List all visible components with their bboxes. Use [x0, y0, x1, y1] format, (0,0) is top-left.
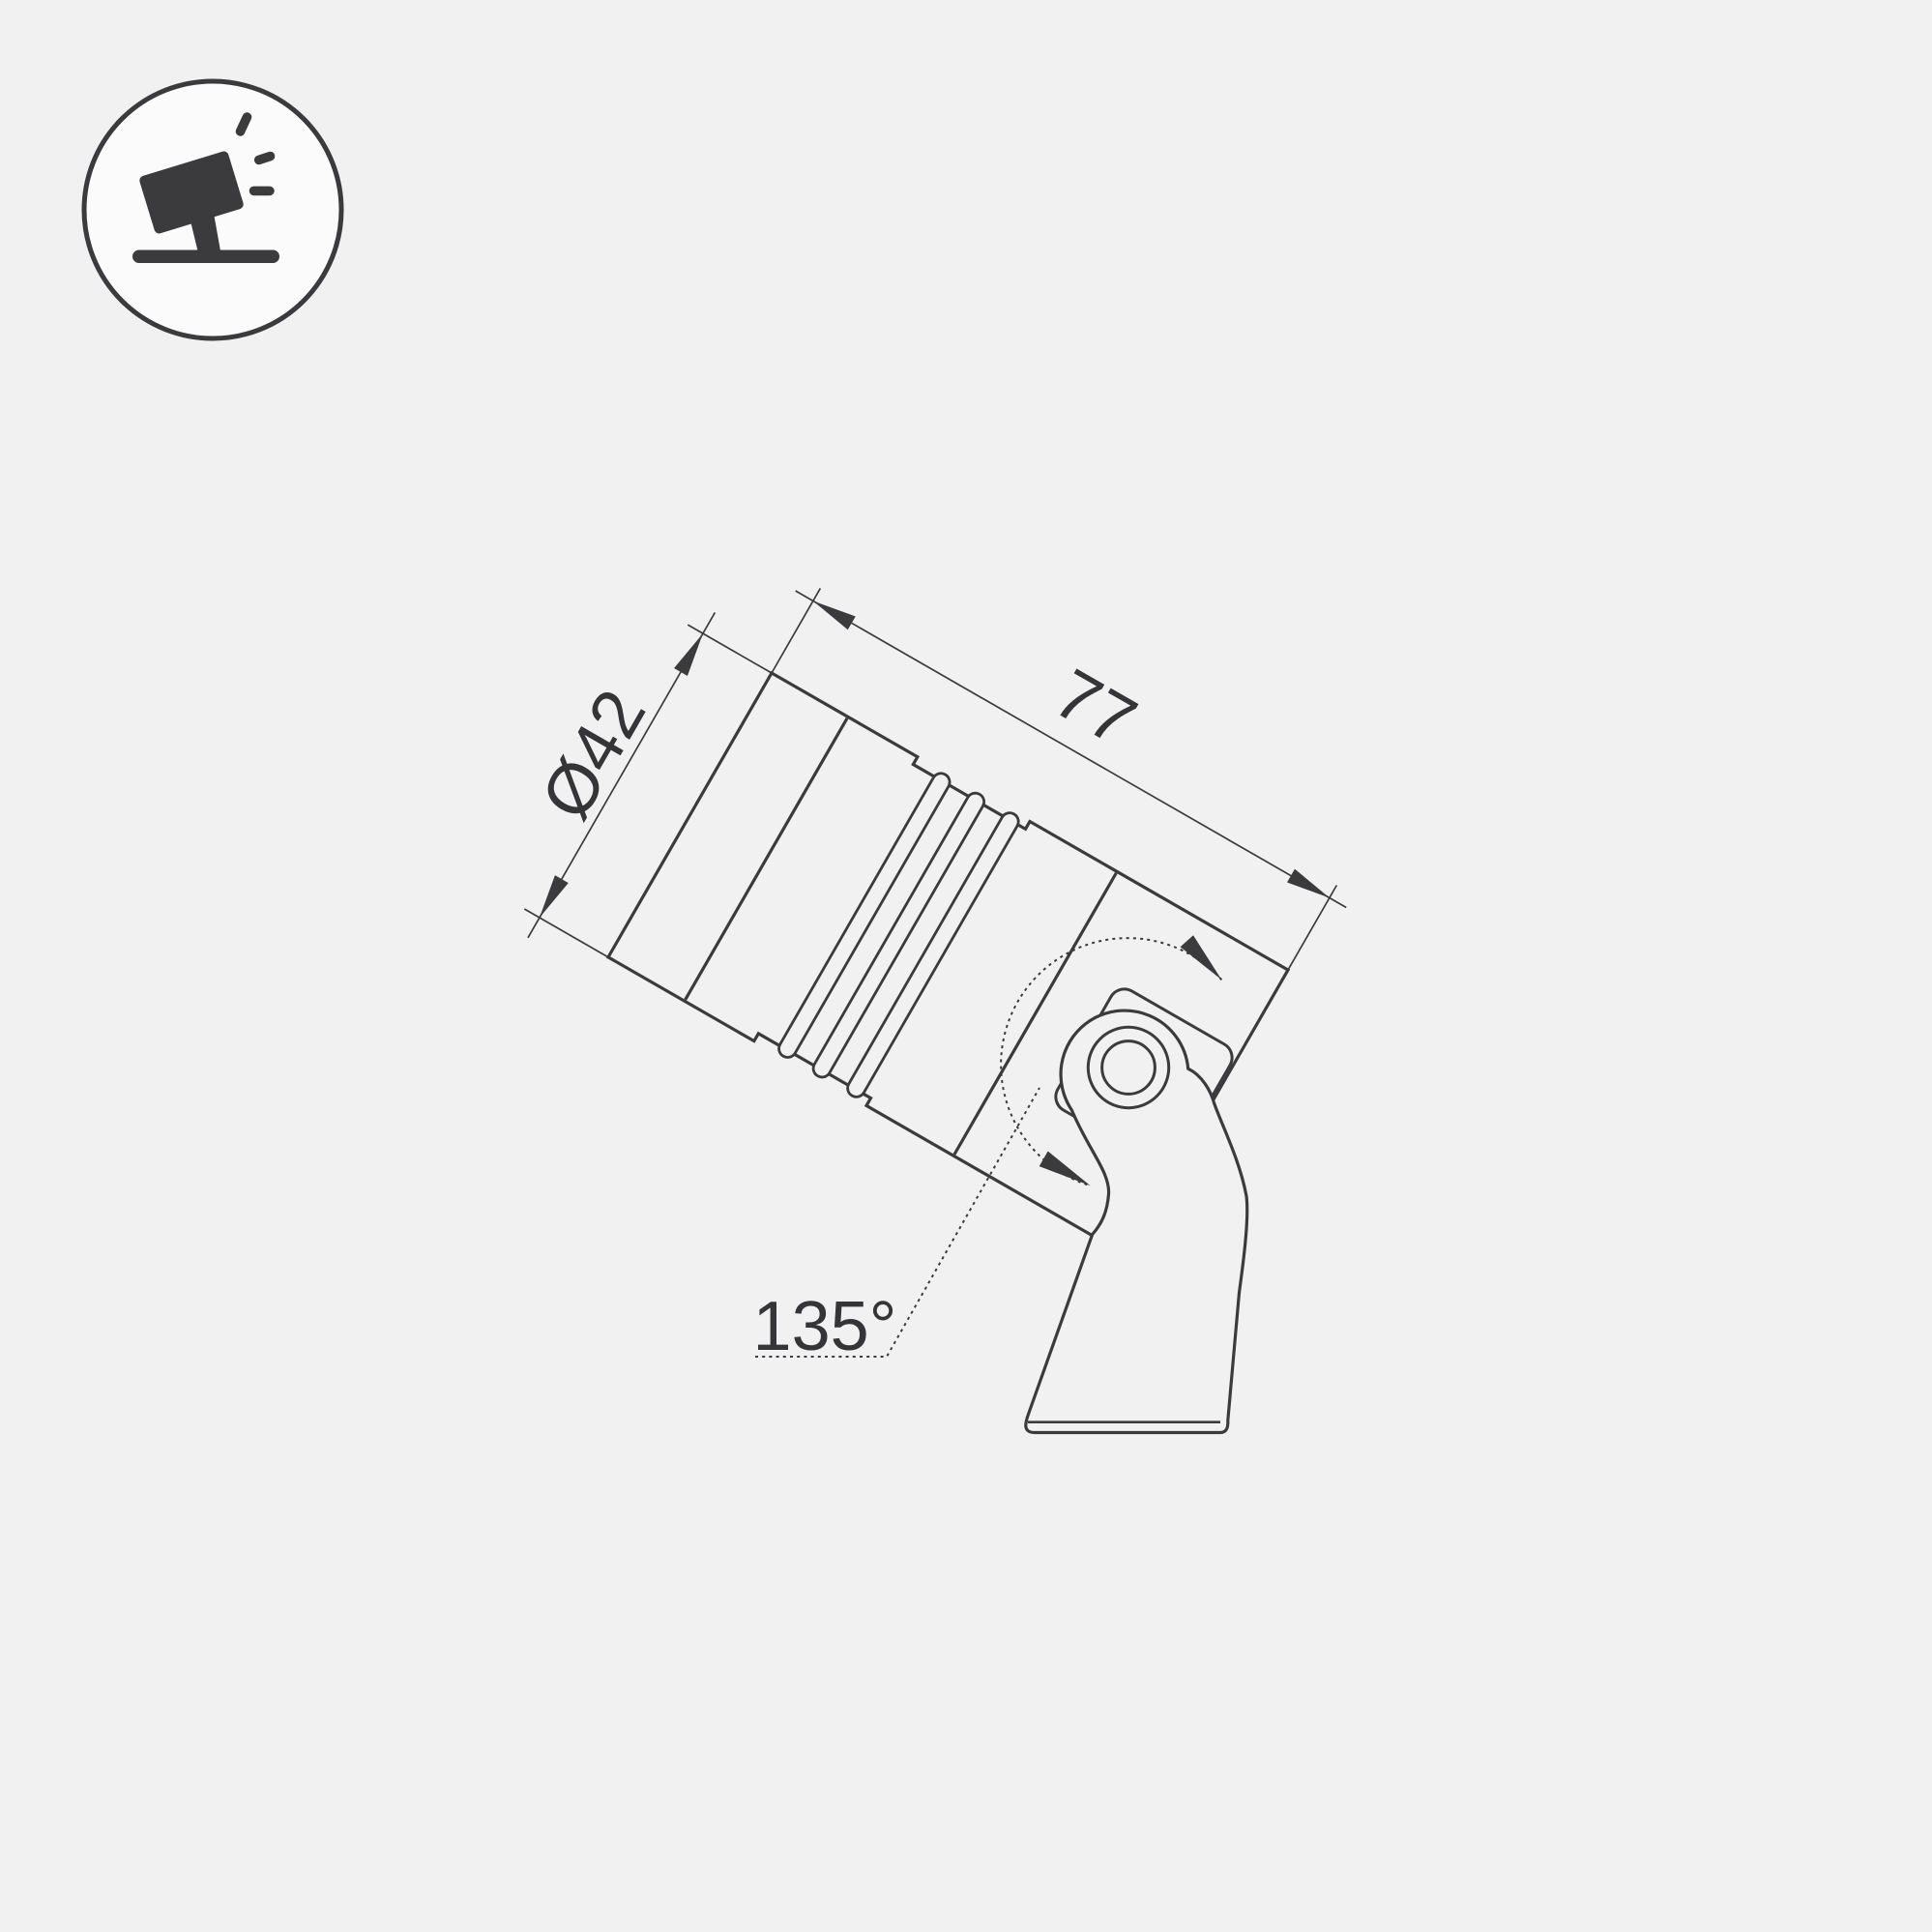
- svg-text:77: 77: [1041, 655, 1149, 762]
- svg-text:Ø42: Ø42: [526, 677, 660, 832]
- svg-text:135°: 135°: [753, 1288, 897, 1365]
